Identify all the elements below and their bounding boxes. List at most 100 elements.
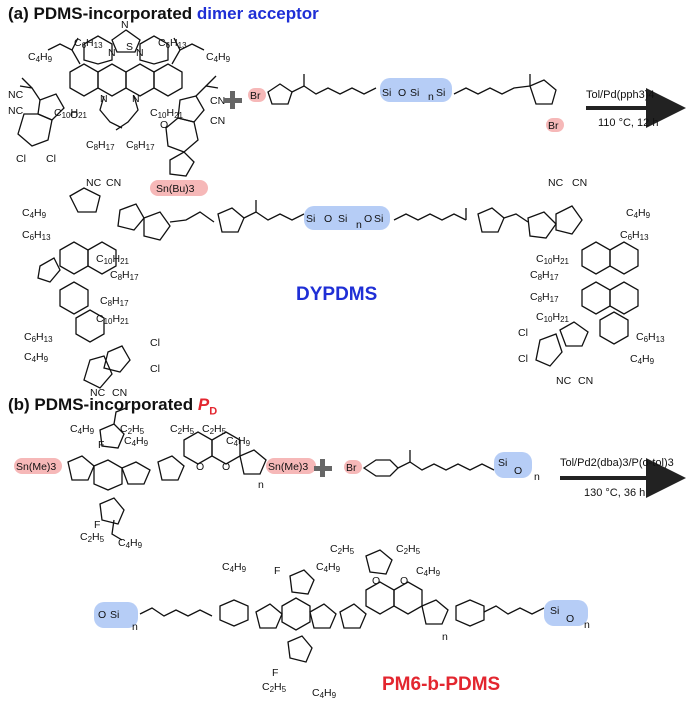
- svg-text:Cl: Cl: [16, 153, 26, 165]
- svg-text:O: O: [222, 461, 230, 473]
- svg-text:O: O: [372, 575, 380, 587]
- svg-text:C2H5: C2H5: [396, 543, 421, 556]
- svg-text:Cl: Cl: [518, 327, 528, 339]
- pdms-right-o: O: [566, 613, 574, 625]
- svg-text:C6H13: C6H13: [620, 229, 649, 242]
- svg-text:C2H5: C2H5: [120, 423, 145, 436]
- svg-text:C4H9: C4H9: [206, 51, 231, 64]
- svg-text:Si: Si: [410, 87, 419, 99]
- svg-text:C4H9: C4H9: [28, 51, 53, 64]
- svg-text:Si: Si: [374, 213, 383, 225]
- svg-text:O: O: [364, 213, 372, 225]
- pdms-right-si: Si: [550, 605, 559, 617]
- svg-text:Cl: Cl: [518, 353, 528, 365]
- section-a-prefix: (a) PDMS-incorporated: [8, 4, 197, 23]
- stannyl-highlight: [150, 180, 208, 196]
- plus-icon: [224, 91, 242, 109]
- svg-text:C10H21: C10H21: [150, 107, 184, 120]
- svg-text:N: N: [132, 93, 140, 105]
- svg-text:C8H17: C8H17: [86, 139, 115, 152]
- svg-text:C8H17: C8H17: [530, 291, 559, 304]
- br-label-left: Br: [250, 90, 261, 102]
- svg-text:O: O: [324, 213, 332, 225]
- dypdms-substituent-labels: NC CN C4H9 C6H13 C10H21 C8H17 C8H17 C10H…: [22, 177, 665, 399]
- svg-text:C10H21: C10H21: [96, 313, 130, 326]
- pdms-highlight-b-left: [94, 602, 138, 628]
- y-acceptor-labels: C4H9 C6H13 C6H13 C4H9 N N N S N N C10H21…: [8, 19, 231, 165]
- svg-text:Cl: Cl: [150, 363, 160, 375]
- svg-text:C8H17: C8H17: [530, 269, 559, 282]
- plus-icon-b: [314, 459, 332, 477]
- svg-text:C2H5: C2H5: [80, 531, 105, 544]
- svg-text:C4H9: C4H9: [416, 565, 441, 578]
- svg-text:O: O: [196, 461, 204, 473]
- conditions-b-bottom: 130 °C, 36 h: [584, 487, 645, 499]
- svg-text:F: F: [94, 519, 100, 531]
- br-label-b: Br: [346, 462, 357, 474]
- dypdms-name: DYPDMS: [296, 284, 377, 305]
- svg-text:NC: NC: [8, 105, 24, 117]
- svg-text:O: O: [70, 109, 78, 121]
- svg-text:n: n: [258, 479, 264, 491]
- pm6-monomer: [67, 407, 267, 541]
- svg-text:Si: Si: [382, 87, 391, 99]
- svg-text:Cl: Cl: [150, 337, 160, 349]
- svg-text:N: N: [100, 93, 108, 105]
- pdms-highlight-product-a: [304, 206, 390, 230]
- svg-text:O: O: [514, 465, 522, 477]
- dypdms-pdms-labels: Si O Si n O Si: [306, 213, 383, 231]
- svg-text:F: F: [272, 667, 278, 679]
- svg-text:C4H9: C4H9: [626, 207, 651, 220]
- svg-text:N: N: [108, 47, 116, 59]
- svg-text:N: N: [136, 47, 144, 59]
- svg-text:C4H9: C4H9: [226, 435, 251, 448]
- svg-text:C2H5: C2H5: [330, 543, 355, 556]
- svg-text:CN: CN: [578, 375, 593, 387]
- dypdms-product: [37, 187, 639, 389]
- svg-text:NC: NC: [556, 375, 572, 387]
- svg-text:C2H5: C2H5: [170, 423, 195, 436]
- svg-text:C2H5: C2H5: [202, 423, 227, 436]
- svg-text:C4H9: C4H9: [22, 207, 47, 220]
- svg-text:C4H9: C4H9: [316, 561, 341, 574]
- svg-text:NC: NC: [8, 89, 24, 101]
- svg-text:C10H21: C10H21: [536, 311, 570, 324]
- svg-text:CN: CN: [112, 387, 127, 399]
- section-b-highlight: PD: [197, 395, 218, 418]
- svg-text:C6H13: C6H13: [24, 331, 53, 344]
- svg-text:Si: Si: [498, 457, 507, 469]
- pdms-highlight-b-right: [544, 600, 588, 626]
- svg-text:CN: CN: [210, 115, 225, 127]
- svg-text:O: O: [400, 575, 408, 587]
- svg-text:C10H21: C10H21: [96, 253, 130, 266]
- svg-text:C4H9: C4H9: [630, 353, 655, 366]
- svg-text:C4H9: C4H9: [222, 561, 247, 574]
- sn-me3-right-label: Sn(Me)3: [268, 461, 308, 473]
- stannyl-left-highlight: [14, 458, 62, 474]
- section-b-heading: (b) PDMS-incorporated PD: [8, 395, 217, 417]
- svg-text:C6H13: C6H13: [74, 37, 103, 50]
- svg-text:C10H21: C10H21: [54, 107, 88, 120]
- section-b-prefix: (b) PDMS-incorporated: [8, 395, 198, 414]
- pdms-linker-monomer: Br Si O Si n Si Br: [248, 74, 564, 132]
- pdms-right-n: n: [584, 619, 590, 631]
- svg-text:n: n: [442, 631, 448, 643]
- svg-text:C6H13: C6H13: [636, 331, 665, 344]
- svg-text:N: N: [121, 19, 129, 31]
- svg-text:F: F: [98, 439, 104, 451]
- svg-text:NC: NC: [548, 177, 564, 189]
- svg-text:F: F: [274, 565, 280, 577]
- section-a-highlight: dimer acceptor: [196, 4, 319, 23]
- svg-text:C4H9: C4H9: [70, 423, 95, 436]
- svg-text:NC: NC: [90, 387, 106, 399]
- svg-text:C10H21: C10H21: [536, 253, 570, 266]
- section-a-heading: (a) PDMS-incorporated dimer acceptor: [8, 4, 319, 24]
- pdms-left-label: O: [98, 609, 106, 621]
- sn-bu3-label: Sn(Bu)3: [156, 183, 195, 195]
- svg-text:C8H17: C8H17: [100, 295, 129, 308]
- svg-text:C6H13: C6H13: [22, 229, 51, 242]
- svg-text:O: O: [398, 87, 406, 99]
- pdms-left-si: Si: [110, 609, 119, 621]
- svg-text:C4H9: C4H9: [24, 351, 49, 364]
